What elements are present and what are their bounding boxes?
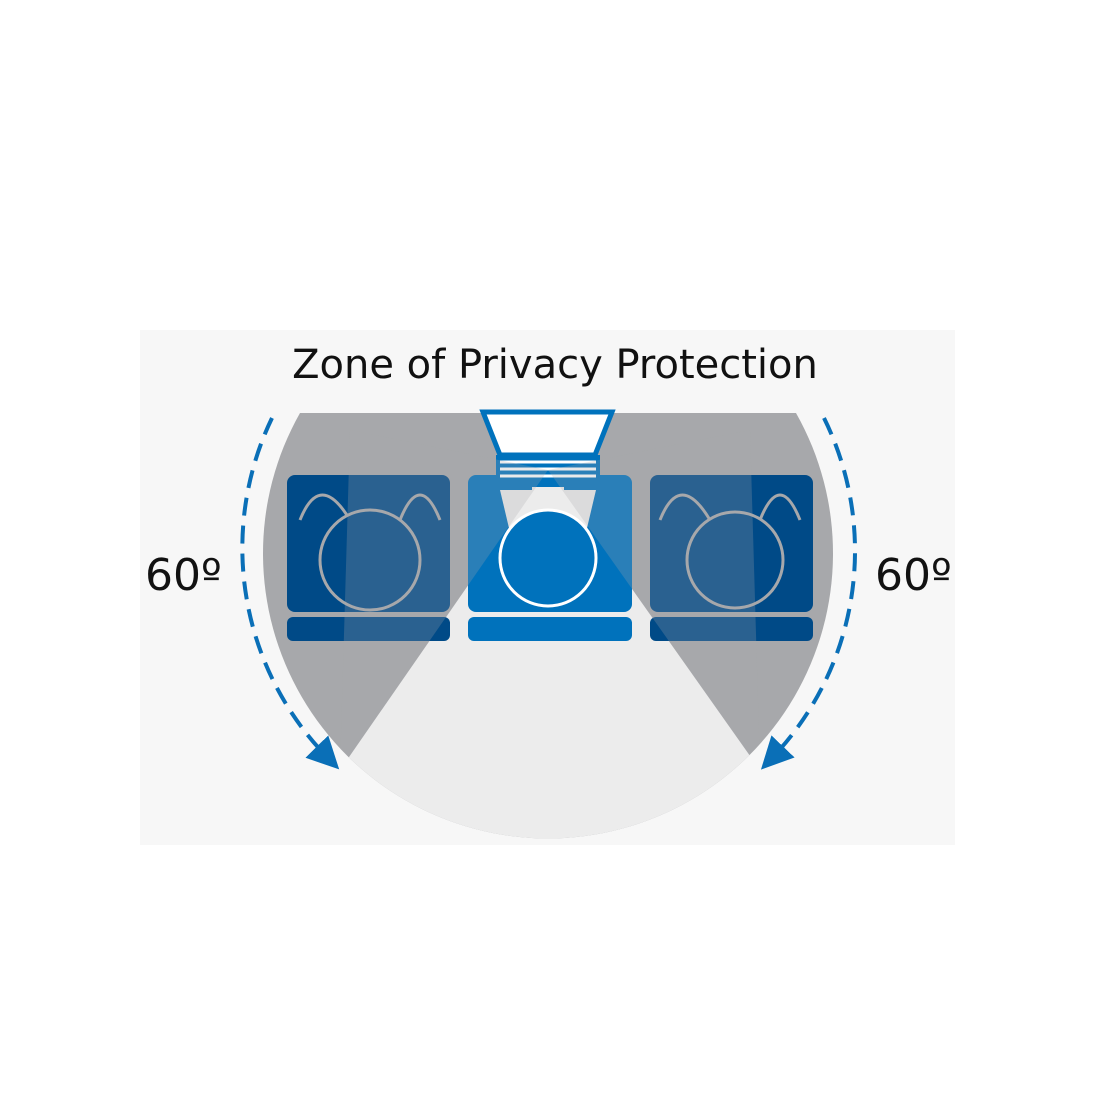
center-seat	[468, 475, 632, 641]
right-angle-arrow	[760, 417, 857, 770]
left-seat	[287, 475, 450, 641]
left-angle-arrow	[240, 417, 340, 770]
diagram-title: Zone of Privacy Protection	[292, 342, 818, 388]
privacy-overlay	[340, 430, 760, 770]
left-angle-label: 60º	[145, 550, 222, 601]
right-angle-label: 60º	[875, 550, 952, 601]
laptop-icon	[479, 409, 616, 497]
right-seat	[650, 475, 813, 641]
